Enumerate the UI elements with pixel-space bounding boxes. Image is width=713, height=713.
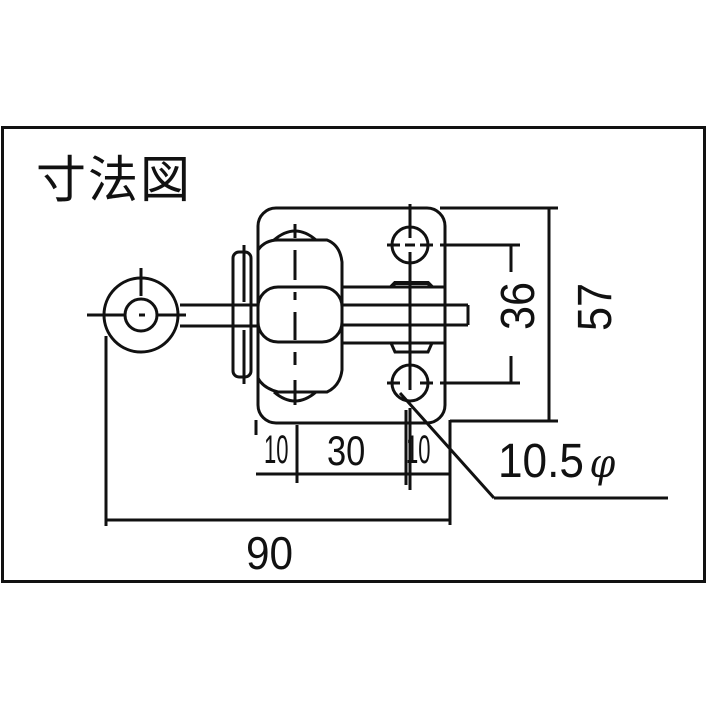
dimension-label-10-left: 10 — [264, 428, 289, 472]
hole-diameter-leader — [398, 391, 668, 500]
dimension-label-10-right: 10 — [406, 428, 431, 472]
mounting-hole-top — [387, 204, 433, 390]
dimension-36-lines — [440, 243, 520, 385]
plunger-bar — [342, 281, 470, 354]
pivot-plate — [231, 245, 253, 384]
handle-shaft — [180, 303, 258, 328]
dimension-label-30: 30 — [327, 427, 366, 474]
dimension-label-36: 36 — [492, 281, 545, 331]
base-width-dimension-lines — [254, 410, 452, 525]
overall-dimension-lines — [104, 336, 450, 526]
drawing-frame — [1, 126, 706, 583]
hole-diameter-value: 10.5 — [498, 435, 584, 488]
drawing-title: 寸法図 — [36, 151, 192, 209]
dimension-label-90: 90 — [246, 527, 294, 579]
mounting-hole-bottom — [387, 363, 433, 490]
diameter-symbol: φ — [589, 441, 616, 487]
dimension-57-lines — [440, 206, 558, 423]
toggle-body — [256, 224, 344, 405]
handle-knob — [87, 268, 186, 354]
dimension-label-57: 57 — [569, 282, 622, 332]
